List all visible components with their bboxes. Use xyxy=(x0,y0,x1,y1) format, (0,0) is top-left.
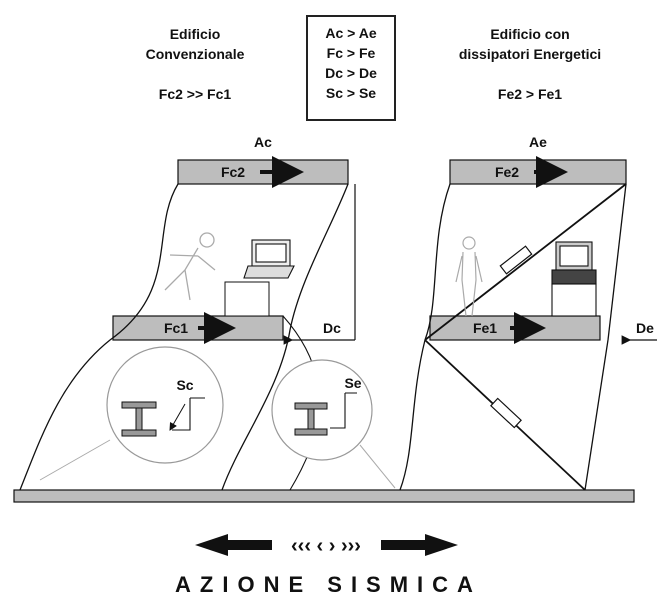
standing-person-icon xyxy=(455,236,483,317)
comparison-accel: Ac > Ae xyxy=(325,25,377,41)
left-beam-section-icon xyxy=(121,401,157,437)
right-strain-arrows xyxy=(330,392,357,429)
computer-terminal-icon xyxy=(551,241,597,317)
seismic-action-caption: AZIONE SISMICA xyxy=(175,572,482,597)
comparison-drift: Dc > De xyxy=(325,65,377,81)
lower-damper-icon xyxy=(490,397,522,429)
right-top-force-label: Fe2 xyxy=(494,164,520,180)
left-title-line1: Edificio xyxy=(169,26,221,42)
laptop-icon xyxy=(243,239,295,279)
left-drift-label: Dc xyxy=(323,320,341,336)
right-accel-label: Ae xyxy=(529,134,547,150)
left-column-1 xyxy=(19,183,179,491)
left-top-force-label: Fc2 xyxy=(220,164,246,180)
upper-brace xyxy=(424,183,627,341)
comparison-force: Fc > Fe xyxy=(326,45,376,61)
left-strain-label: Sc xyxy=(176,377,194,393)
right-title-line1: Edificio con xyxy=(490,26,570,42)
svg-text:‹‹‹ ‹ › ›››: ‹‹‹ ‹ › ››› xyxy=(291,535,361,557)
seismic-action-arrow-icon: ‹‹‹ ‹ › ››› xyxy=(195,534,458,557)
right-relation: Fe2 > Fe1 xyxy=(497,86,563,102)
left-desk-box xyxy=(224,281,270,317)
left-bottom-force-label: Fc1 xyxy=(163,320,189,336)
comparison-box: Ac > Ae Fc > Fe Dc > De Sc > Se xyxy=(306,15,396,121)
right-column-2 xyxy=(607,183,627,341)
left-title-line2: Convenzionale xyxy=(145,46,245,62)
left-accel-label: Ac xyxy=(254,134,272,150)
ground-slab xyxy=(13,489,635,503)
right-drift-label: De xyxy=(636,320,654,336)
right-beam-section-icon xyxy=(294,402,328,436)
falling-person-icon xyxy=(164,232,216,301)
left-column-2 xyxy=(221,183,349,491)
right-title-line2: dissipatori Energetici xyxy=(458,46,602,62)
upper-damper-icon xyxy=(499,245,533,275)
left-relation: Fc2 >> Fc1 xyxy=(158,86,232,102)
left-strain-arrows xyxy=(172,397,205,431)
right-strain-label: Se xyxy=(344,375,362,391)
right-bottom-force-label: Fe1 xyxy=(472,320,498,336)
comparison-strain: Sc > Se xyxy=(325,85,377,101)
